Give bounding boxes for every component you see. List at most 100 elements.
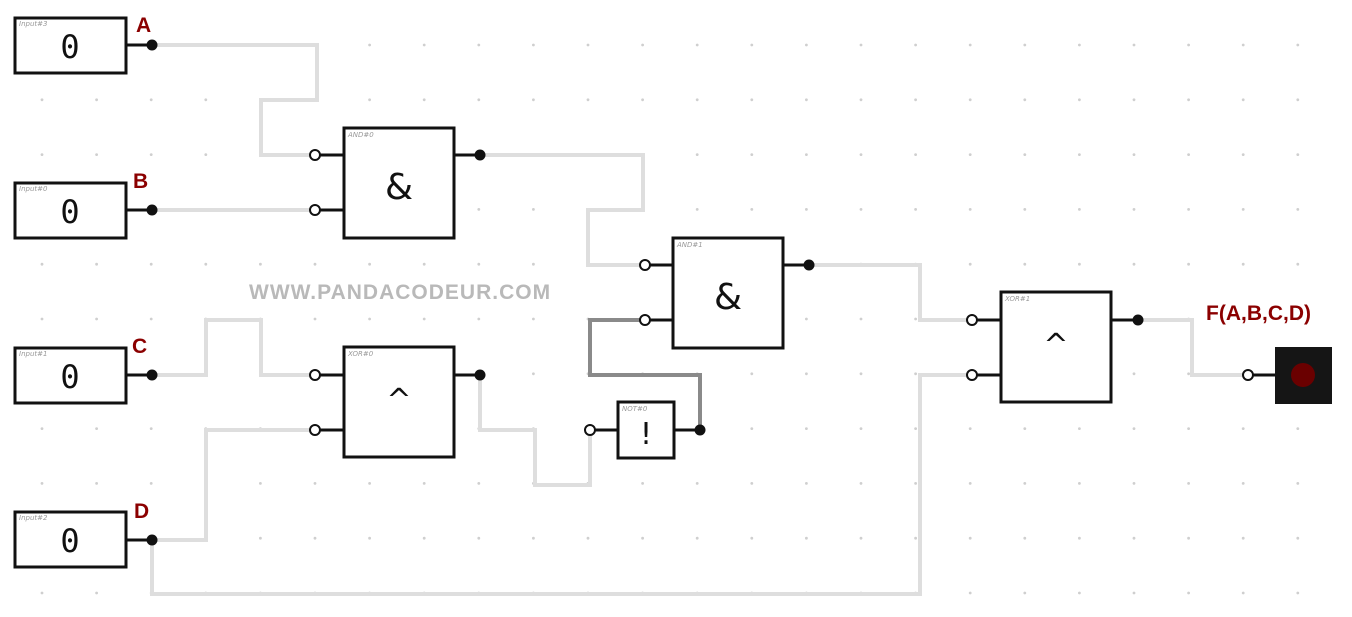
grid-dot (914, 372, 917, 376)
not-gate-0[interactable]: NOT#0 ! (584, 400, 706, 460)
wire-c-to-xor0[interactable] (152, 318, 315, 377)
input-b[interactable]: Input#0 0 B (13, 170, 158, 240)
grid-dot (586, 98, 590, 102)
grid-dot (1078, 536, 1081, 540)
grid-dot (1132, 482, 1136, 485)
xor-gate-1-body[interactable] (999, 290, 1113, 404)
input-d[interactable]: Input#2 0 D (13, 500, 158, 569)
not-gate-0-tag: NOT#0 (622, 405, 648, 413)
grid-dot (368, 262, 371, 266)
not-gate-0-out-port[interactable] (694, 424, 706, 436)
and-gate-1-out-port[interactable] (803, 259, 815, 271)
and-gate-0-in2-port[interactable] (309, 204, 321, 216)
grid-dot (422, 482, 426, 485)
grid-dot (532, 98, 535, 102)
grid-dot (914, 208, 917, 211)
grid-dot (859, 208, 863, 211)
grid-dot (968, 262, 972, 266)
input-c-port[interactable] (146, 369, 158, 381)
grid-dot (1132, 262, 1136, 266)
xor-gate-0[interactable]: XOR#0 ^ (309, 345, 486, 459)
input-b-port[interactable] (146, 204, 158, 216)
and-gate-1-in1-port[interactable] (639, 259, 651, 271)
input-b-box[interactable] (13, 181, 128, 240)
and-gate-0[interactable]: AND#0 & (309, 126, 486, 240)
grid-dot (805, 208, 808, 211)
and-gate-1[interactable]: AND#1 & (639, 236, 815, 350)
and-gate-0-out-port[interactable] (474, 149, 486, 161)
grid-dot (859, 43, 863, 47)
grid-dot (1187, 208, 1190, 211)
grid-dot (1132, 536, 1136, 540)
not-gate-0-symbol: ! (640, 417, 652, 452)
grid-dot (1023, 482, 1027, 485)
grid-dot (40, 153, 44, 157)
xor-gate-0-in1-port[interactable] (309, 369, 321, 381)
and-gate-1-body[interactable] (671, 236, 785, 350)
not-gate-0-in-port[interactable] (584, 424, 596, 436)
output-f-label: F(A,B,C,D) (1206, 302, 1311, 325)
grid-dot (1241, 591, 1245, 595)
grid-dot (532, 372, 535, 376)
grid-dot (1023, 262, 1027, 266)
grid-dot (1241, 208, 1245, 211)
wire-a-to-and0[interactable] (152, 43, 319, 157)
not-gate-0-body[interactable] (616, 400, 676, 460)
wire-d-to-xor0[interactable] (152, 428, 315, 542)
grid-dot (1187, 98, 1190, 102)
grid-dot (1023, 208, 1027, 211)
xor-gate-1-out-port[interactable] (1132, 314, 1144, 326)
input-a-port[interactable] (146, 39, 158, 51)
grid-dot (1187, 43, 1190, 47)
xor-gate-0-in2-port[interactable] (309, 424, 321, 436)
xor-gate-0-body[interactable] (342, 345, 456, 459)
grid-dot (695, 536, 699, 540)
grid-dot (805, 372, 808, 376)
grid-dot (313, 536, 317, 540)
grid-dot (968, 536, 972, 540)
input-c-value: 0 (60, 358, 79, 396)
grid-dot (40, 482, 44, 485)
grid-dot (149, 262, 153, 266)
output-f[interactable]: F(A,B,C,D) (1206, 302, 1332, 404)
wire-not0-to-and1[interactable] (588, 318, 702, 430)
grid-dot (914, 317, 917, 321)
xor-gate-0-symbol: ^ (386, 383, 411, 418)
wire-and1-to-xor1[interactable] (809, 263, 972, 322)
wire-d-to-xor1[interactable] (150, 373, 972, 596)
input-b-value: 0 (60, 193, 79, 231)
and-gate-1-symbol: & (714, 277, 742, 318)
input-a[interactable]: Input#3 0 A (13, 14, 158, 75)
grid-dot (1296, 262, 1300, 266)
grid-dot (805, 536, 808, 540)
grid-dot (914, 43, 917, 47)
wire-xor1-to-output[interactable] (1138, 318, 1248, 377)
grid-dot (313, 317, 317, 321)
input-c-box[interactable] (13, 346, 128, 405)
grid-dot (532, 536, 535, 540)
grid-dot (532, 262, 535, 266)
and-gate-0-body[interactable] (342, 126, 456, 240)
input-a-box[interactable] (13, 16, 128, 75)
xor-gate-1[interactable]: XOR#1 ^ (966, 290, 1144, 404)
and-gate-0-in1-port[interactable] (309, 149, 321, 161)
grid-dot (1296, 591, 1300, 595)
input-c[interactable]: Input#1 0 C (13, 335, 158, 405)
input-d-box[interactable] (13, 510, 128, 569)
grid-dot (95, 262, 98, 266)
wire-xor0-to-not0[interactable] (478, 375, 592, 487)
grid-dot (914, 482, 917, 485)
grid-dot (368, 43, 371, 47)
xor-gate-0-out-port[interactable] (474, 369, 486, 381)
grid-dot (641, 43, 644, 47)
xor-gate-1-in2-port[interactable] (966, 369, 978, 381)
xor-gate-0-tag: XOR#0 (347, 350, 374, 358)
grid-dot (149, 427, 153, 430)
input-d-port[interactable] (146, 534, 158, 546)
wire-and0-to-and1[interactable] (480, 153, 645, 267)
grid-dot (313, 262, 317, 266)
output-f-port[interactable] (1242, 369, 1254, 381)
xor-gate-1-in1-port[interactable] (966, 314, 978, 326)
and-gate-1-in2-port[interactable] (639, 314, 651, 326)
